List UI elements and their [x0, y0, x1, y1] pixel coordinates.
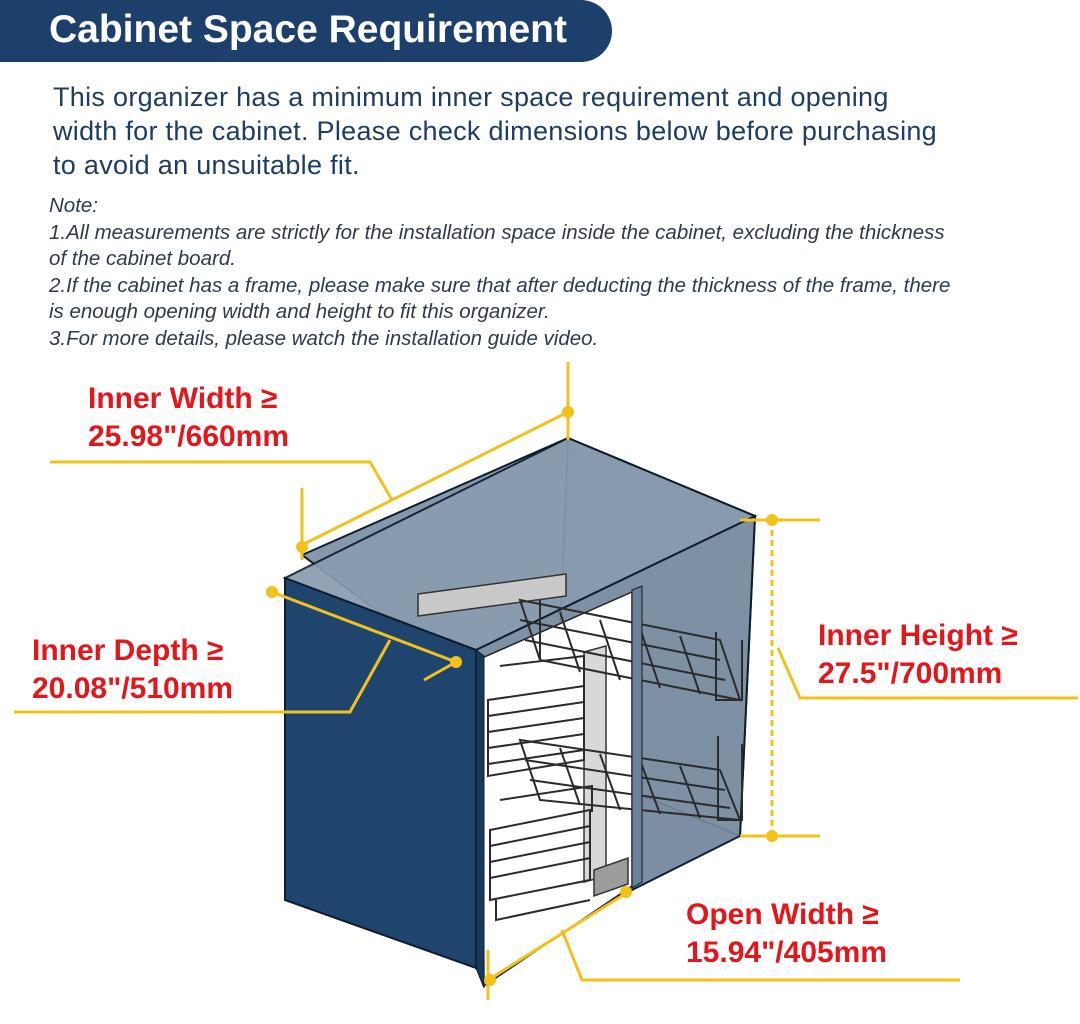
inner-width-title: Inner Width ≥ [88, 382, 278, 415]
dim-dot [296, 541, 308, 553]
note-line: 2.If the cabinet has a frame, please mak… [49, 273, 951, 297]
inner-depth-value: 20.08"/510mm [32, 672, 234, 705]
cabinet-right-front-edge [631, 585, 643, 889]
dim-dot [266, 586, 278, 598]
open-width-value: 15.94"/405mm [686, 936, 888, 969]
inner-depth-line [271, 590, 457, 664]
inner-width-line [301, 410, 569, 547]
title-banner [0, 0, 612, 62]
organizer-base-rail [593, 856, 629, 898]
dim-dot [766, 514, 778, 526]
dim-dot [450, 656, 462, 668]
dimension-lines [14, 362, 1078, 1000]
intro-line: width for the cabinet. Please check dime… [53, 116, 937, 146]
dim-dot [766, 830, 778, 842]
intro-line: to avoid an unsuitable fit. [53, 150, 360, 180]
page-title: Cabinet Space Requirement [49, 8, 567, 51]
open-width-line [487, 890, 629, 982]
inner-width-leader [50, 460, 394, 501]
note-line: is enough opening width and height to fi… [49, 300, 550, 323]
inner-height-label: Inner Height ≥ 27.5"/700mm [818, 617, 1018, 693]
intro-paragraph: This organizer has a minimum inner space… [53, 80, 1043, 182]
dim-dot [562, 406, 574, 418]
dim-dot [620, 886, 632, 898]
note-line: of the cabinet board. [49, 247, 236, 270]
inner-depth-tick [423, 660, 457, 682]
open-width-label: Open Width ≥ 15.94"/405mm [686, 896, 887, 972]
cabinet-front-edge [475, 649, 485, 989]
intro-line: This organizer has a minimum inner space… [53, 82, 889, 112]
open-width-leader [560, 929, 960, 982]
inner-width-label: Inner Width ≥ 25.98"/660mm [88, 380, 289, 456]
note-line: 1.All measurements are strictly for the … [49, 220, 945, 244]
inner-depth-title: Inner Depth ≥ [32, 634, 224, 667]
inner-height-leader [776, 647, 1078, 700]
notes-block: Note: 1.All measurements are strictly fo… [49, 193, 1059, 352]
note-line: 3.For more details, please watch the ins… [49, 326, 599, 350]
organizer-rear-bracket [417, 573, 567, 617]
inner-height-value: 27.5"/700mm [818, 657, 1003, 690]
inner-height-title: Inner Height ≥ [818, 619, 1018, 652]
dimension-dots [266, 406, 778, 986]
dim-dot [484, 974, 496, 986]
organizer-baskets [487, 598, 743, 922]
inner-width-value: 25.98"/660mm [88, 420, 290, 453]
inner-depth-label: Inner Depth ≥ 20.08"/510mm [32, 632, 233, 708]
inner-depth-leader [14, 639, 392, 714]
notes-heading: Note: [49, 194, 98, 217]
open-width-title: Open Width ≥ [686, 898, 879, 931]
